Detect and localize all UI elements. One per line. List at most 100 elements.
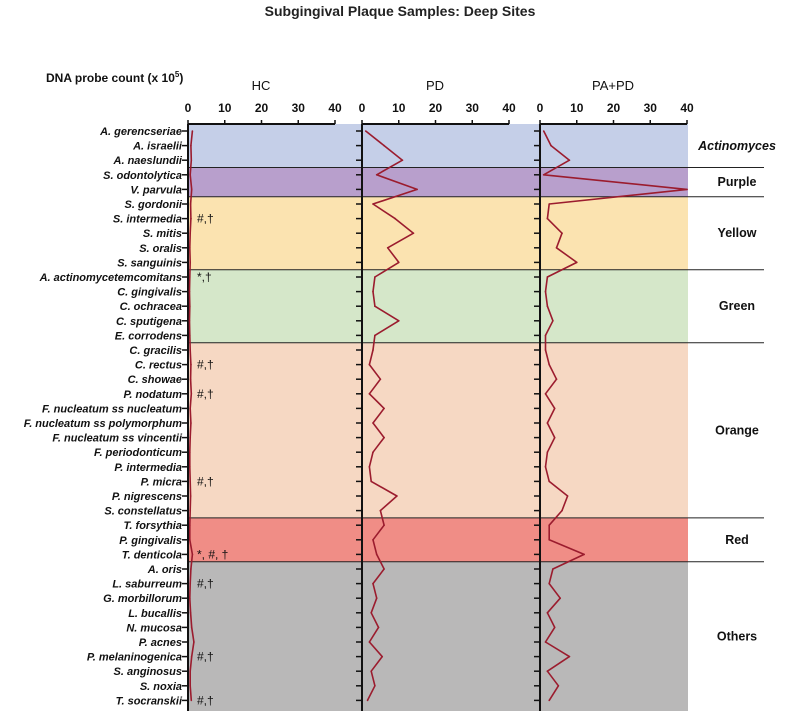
species-label: P. nodatum [124, 389, 183, 401]
species-label: S. sanguinis [117, 257, 182, 269]
species-label: C. showae [128, 374, 182, 386]
species-label: C. sputigena [116, 316, 182, 328]
value-tick-label: 10 [392, 101, 406, 115]
series-point [553, 626, 556, 629]
species-label: S. anginosus [114, 666, 182, 678]
value-axis-label: DNA probe count (x 105) [46, 70, 184, 85]
series-point [189, 539, 191, 541]
value-tick-label: 30 [466, 101, 480, 115]
species-label: A. gerencseriae [99, 126, 182, 138]
complex-band [188, 561, 688, 711]
series-point [190, 188, 193, 191]
series-point [396, 495, 398, 497]
series-point [561, 509, 563, 512]
species-label: A. actinomycetemcomitans [39, 272, 182, 284]
complex-label: Others [717, 629, 757, 643]
series-point [374, 685, 376, 687]
series-point [583, 553, 585, 556]
series-point [372, 203, 374, 205]
value-tick-label: 40 [502, 101, 516, 115]
species-label: P. acnes [139, 637, 182, 649]
series-point [552, 568, 554, 570]
series-point [372, 539, 374, 541]
species-label: A. naeslundii [113, 155, 183, 167]
series-point [189, 334, 191, 337]
series-point [686, 188, 688, 191]
value-tick-label: 10 [570, 101, 584, 115]
species-label: S. mitis [143, 228, 182, 240]
series-point [544, 334, 547, 337]
series-point [544, 349, 547, 351]
significance-annotation: #,† [197, 693, 214, 707]
species-label: F. periodonticum [94, 447, 182, 459]
species-label: E. corrodens [115, 330, 182, 342]
series-point [548, 363, 550, 366]
species-label: F. nucleatum ss vincentii [52, 433, 183, 445]
value-tick-label: 30 [644, 101, 658, 115]
series-point [544, 641, 547, 643]
series-point [550, 144, 552, 147]
species-label: C. ochracea [120, 301, 182, 313]
series-line-hc [188, 130, 195, 701]
value-tick-label: 30 [292, 101, 306, 115]
complex-label: Orange [715, 423, 759, 437]
series-point [364, 130, 367, 132]
series-point [374, 305, 376, 308]
species-label: V. parvula [130, 184, 182, 196]
complex-band [188, 167, 688, 197]
series-point [189, 407, 192, 410]
series-point [189, 685, 192, 687]
series-point [544, 393, 547, 395]
series-point [546, 217, 549, 220]
series-point [189, 582, 192, 585]
significance-annotation: *, #, † [197, 547, 228, 561]
value-tick-label: 0 [185, 101, 192, 115]
series-point [190, 217, 192, 220]
species-label: C. rectus [135, 360, 182, 372]
series-point [190, 655, 193, 658]
series-line-pa-pd [542, 130, 688, 701]
species-label: S. constellatus [104, 506, 182, 518]
series-point [372, 349, 374, 351]
series-point [381, 655, 384, 658]
significance-annotation: #,† [197, 387, 214, 401]
series-point [397, 320, 400, 322]
series-point [189, 480, 192, 483]
series-point [548, 582, 550, 585]
series-point [561, 232, 563, 234]
species-label: S. odontolytica [103, 170, 182, 182]
series-point [189, 247, 191, 249]
series-point [568, 159, 571, 161]
series-point [368, 393, 371, 395]
series-point [372, 422, 374, 424]
value-tick-label: 40 [680, 101, 694, 115]
value-tick-label: 10 [218, 101, 232, 115]
series-point [383, 524, 385, 526]
series-point [546, 305, 549, 308]
series-point [383, 568, 385, 570]
panel-title-hc: HC [251, 78, 271, 93]
value-tick-label: 20 [255, 101, 269, 115]
species-label: S. noxia [140, 681, 182, 693]
species-label: A. israelii [132, 141, 183, 153]
series-point [372, 290, 374, 293]
species-label: C. gracilis [129, 345, 182, 357]
significance-annotation: #,† [197, 650, 214, 664]
series-point [386, 247, 389, 249]
series-point [190, 422, 192, 424]
complex-band [188, 124, 688, 168]
series-point [552, 320, 554, 322]
series-point [188, 290, 191, 293]
series-point [189, 276, 191, 278]
series-point [546, 422, 549, 424]
species-label: C. gingivalis [117, 287, 182, 299]
series-point [397, 261, 400, 264]
series-point [370, 670, 372, 672]
series-point [372, 582, 374, 585]
species-label: T. socranskii [116, 695, 183, 707]
series-point [193, 641, 195, 643]
value-tick-label: 20 [429, 101, 443, 115]
series-point [189, 466, 191, 468]
